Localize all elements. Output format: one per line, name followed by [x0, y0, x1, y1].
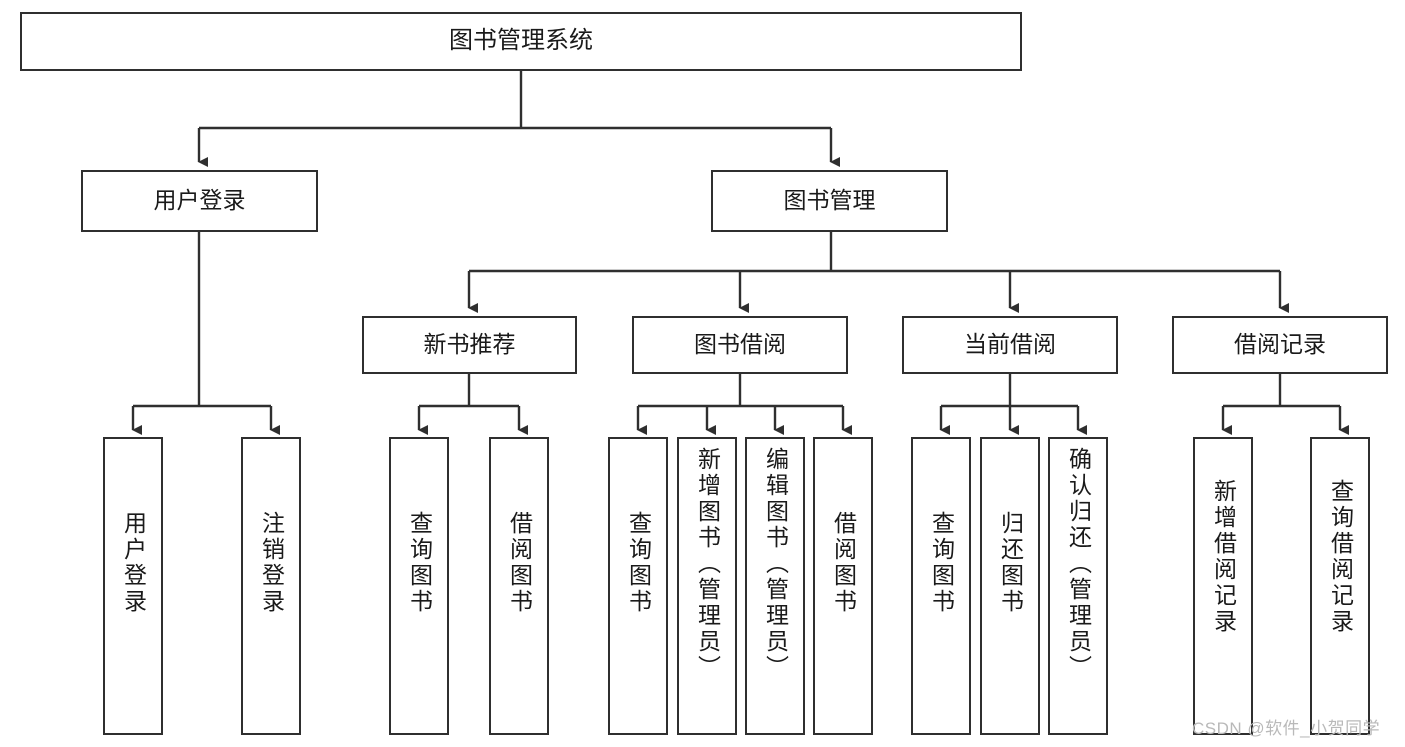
node-label: 新增图书（管理员） [694, 447, 721, 681]
node-book-management[interactable]: 图书管理 [711, 170, 948, 232]
leaf-query-borrow-record[interactable]: 查询借阅记录 [1310, 437, 1370, 735]
leaf-add-book-admin[interactable]: 新增图书（管理员） [677, 437, 737, 735]
watermark-text: CSDN @软件_小贺同学 [1192, 719, 1381, 738]
leaf-query-book-current[interactable]: 查询图书 [911, 437, 971, 735]
node-label: 新增借阅记录 [1210, 479, 1237, 635]
leaf-confirm-return-admin[interactable]: 确认归还（管理员） [1048, 437, 1108, 735]
node-label: 图书管理 [783, 187, 876, 214]
leaf-return-book[interactable]: 归还图书 [980, 437, 1040, 735]
leaf-add-borrow-record[interactable]: 新增借阅记录 [1193, 437, 1253, 735]
node-label: 图书管理系统 [449, 27, 593, 55]
node-label: 用户登录 [153, 187, 246, 214]
node-label: 确认归还（管理员） [1065, 447, 1092, 681]
node-new-book-recommend[interactable]: 新书推荐 [362, 316, 577, 374]
node-label: 查询借阅记录 [1327, 479, 1354, 635]
node-book-borrow[interactable]: 图书借阅 [632, 316, 848, 374]
node-label: 注销登录 [258, 511, 285, 615]
node-label: 图书借阅 [694, 331, 786, 358]
node-label: 当前借阅 [964, 331, 1056, 358]
node-label: 查询图书 [928, 511, 955, 615]
leaf-user-login[interactable]: 用户登录 [103, 437, 163, 735]
node-current-borrow[interactable]: 当前借阅 [902, 316, 1118, 374]
node-label: 查询图书 [625, 511, 652, 615]
node-label: 编辑图书（管理员） [762, 447, 789, 681]
node-label: 借阅记录 [1234, 331, 1326, 358]
node-label: 查询图书 [406, 511, 433, 615]
node-user-login[interactable]: 用户登录 [81, 170, 318, 232]
leaf-borrow-book[interactable]: 借阅图书 [813, 437, 873, 735]
node-label: 新书推荐 [423, 331, 516, 358]
node-label: 借阅图书 [506, 511, 533, 615]
leaf-borrow-book-newbook[interactable]: 借阅图书 [489, 437, 549, 735]
leaf-edit-book-admin[interactable]: 编辑图书（管理员） [745, 437, 805, 735]
leaf-logout[interactable]: 注销登录 [241, 437, 301, 735]
node-label: 归还图书 [997, 511, 1024, 615]
leaf-query-book-newbook[interactable]: 查询图书 [389, 437, 449, 735]
node-root-book-management-system[interactable]: 图书管理系统 [20, 12, 1022, 71]
leaf-query-book-borrow[interactable]: 查询图书 [608, 437, 668, 735]
node-borrow-record[interactable]: 借阅记录 [1172, 316, 1388, 374]
node-label: 借阅图书 [830, 511, 857, 615]
node-label: 用户登录 [120, 511, 147, 615]
